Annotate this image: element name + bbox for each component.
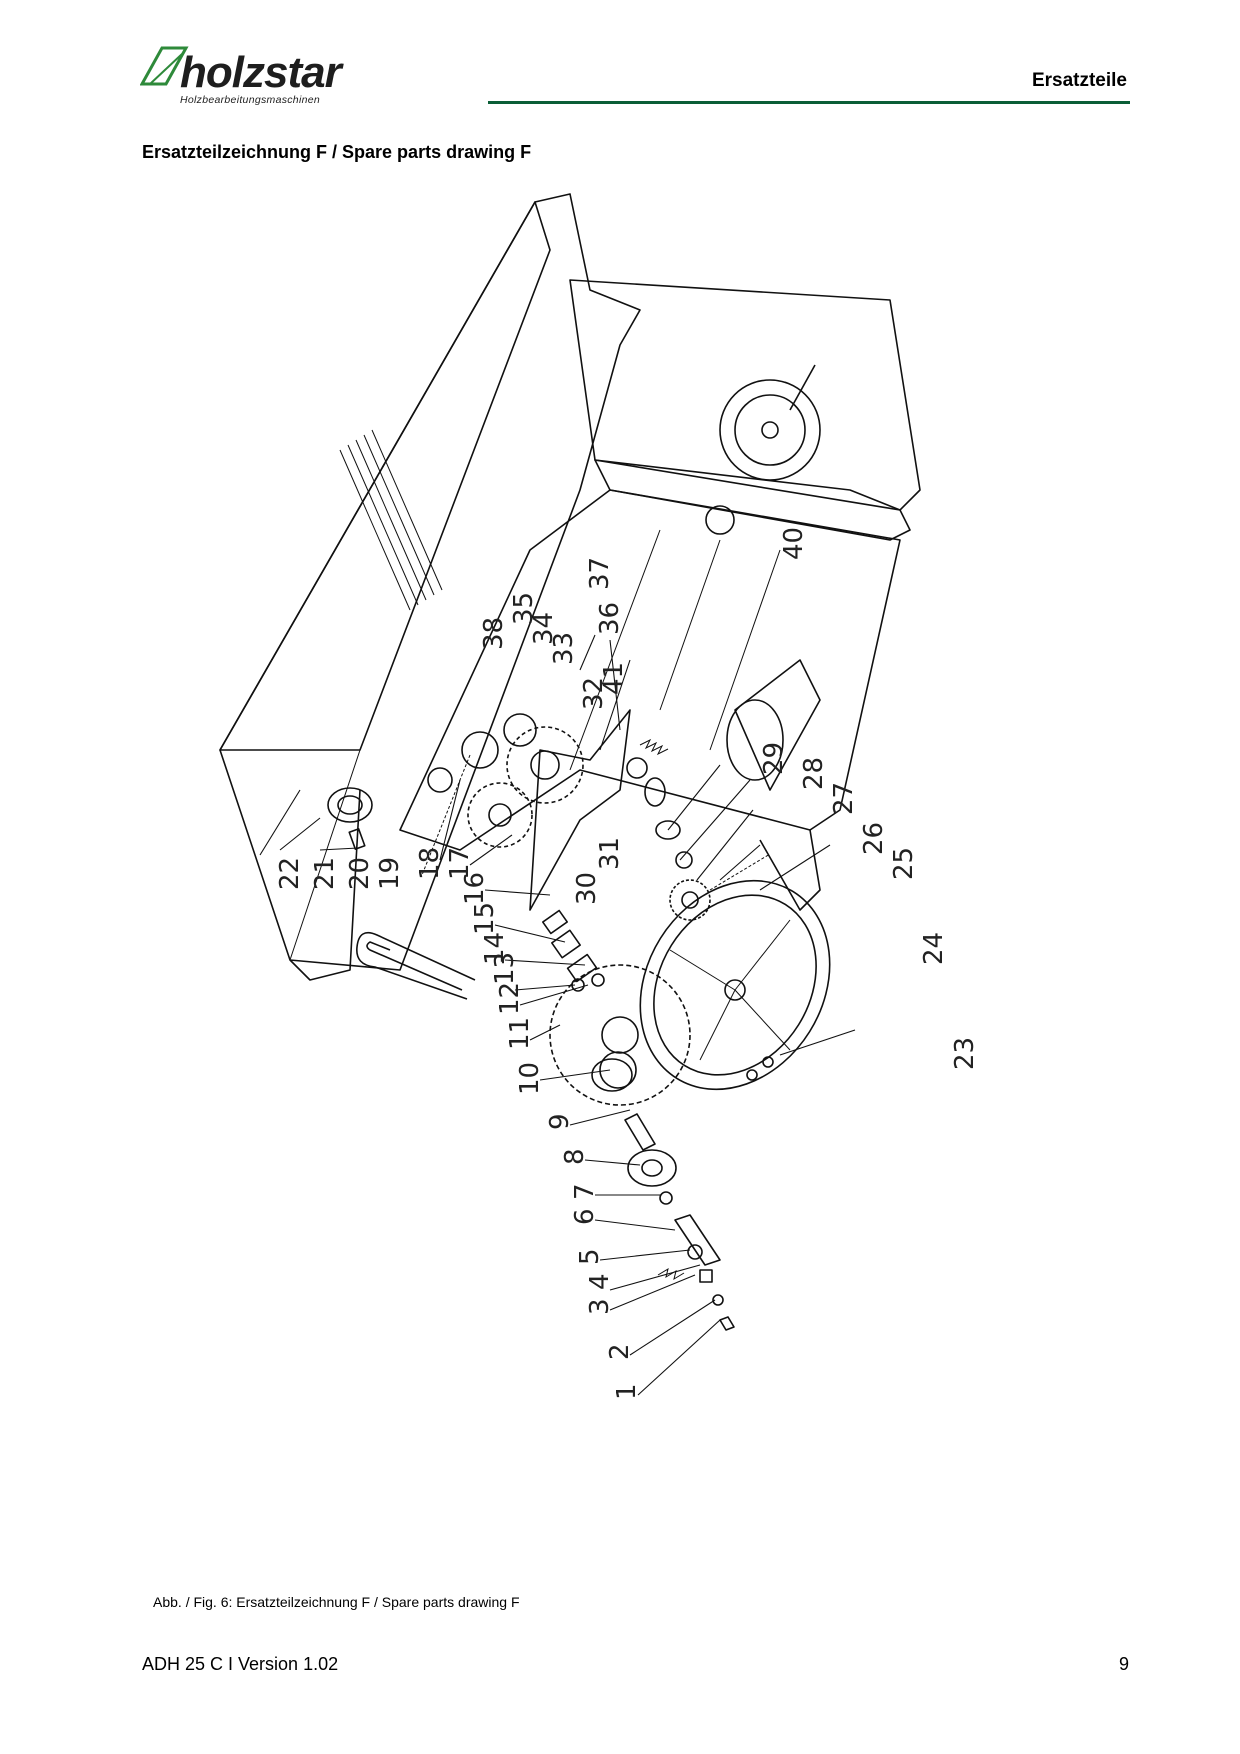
page-number: 9 [1118,1654,1129,1674]
part-label: 21 [310,857,340,890]
part-label: 36 [595,602,625,635]
part-label: 7 [570,1183,600,1200]
part-label: 12 [495,982,525,1015]
part-label: 35 [509,592,539,625]
sprockets-illustration [327,713,831,1331]
part-label: 5 [575,1248,605,1265]
part-label: 34 [529,612,559,645]
part-label: 30 [572,872,602,905]
part-label: 8 [560,1148,590,1165]
part-label: 26 [859,822,889,855]
holzstar-logo: holzstar Holzbearbeitungsmaschinen [140,46,410,106]
part-label: 28 [799,757,829,790]
part-label: 17 [445,847,475,880]
part-label: 23 [950,1037,980,1070]
part-label: 20 [345,857,375,890]
part-label: 6 [570,1208,600,1225]
logo-wordmark: holzstar [180,48,342,97]
part-label: 33 [549,632,579,665]
part-label: 11 [505,1017,535,1050]
part-label: 14 [480,932,510,965]
section-title: Ersatzteile [1031,70,1127,91]
logo-subtitle: Holzbearbeitungsmaschinen [180,94,320,106]
part-label: 29 [759,742,789,775]
planer-table-illustration [219,193,641,981]
part-label: 25 [889,847,919,880]
page-title: Ersatzteilzeichnung F / Spare parts draw… [142,142,532,162]
part-label: 15 [470,902,500,935]
part-label: 16 [460,872,490,905]
part-label: 38 [479,617,509,650]
part-number-labels: 1 2 3 4 5 6 7 8 9 10 11 12 13 14 15 16 1… [275,527,980,1400]
header-rule [488,101,1130,104]
machine-frame-illustration [399,279,921,911]
figure-caption: Abb. / Fig. 6: Ersatzteilzeichnung F / S… [153,1594,520,1610]
part-label: 31 [595,837,625,870]
part-label: 22 [275,857,305,890]
part-label: 2 [605,1343,635,1360]
part-label: 41 [599,662,629,695]
footer-document: ADH 25 C I Version 1.02 [142,1654,339,1674]
part-label: 13 [490,952,520,985]
exploded-parts-drawing: 1 2 3 4 5 6 7 8 9 10 11 12 13 14 15 16 1… [219,193,980,1400]
part-label: 1 [612,1383,642,1400]
part-label: 4 [585,1273,615,1290]
logo-mark-icon [140,46,189,86]
part-label: 10 [515,1062,545,1095]
part-label: 37 [585,557,615,590]
part-label: 27 [829,782,859,815]
leader-lines [259,634,856,1396]
part-label: 32 [579,677,609,710]
part-label: 40 [779,527,809,560]
part-label: 3 [585,1298,615,1315]
part-label: 24 [919,932,949,965]
part-label: 9 [545,1113,575,1130]
part-label: 18 [415,847,445,880]
part-label: 19 [375,857,405,890]
